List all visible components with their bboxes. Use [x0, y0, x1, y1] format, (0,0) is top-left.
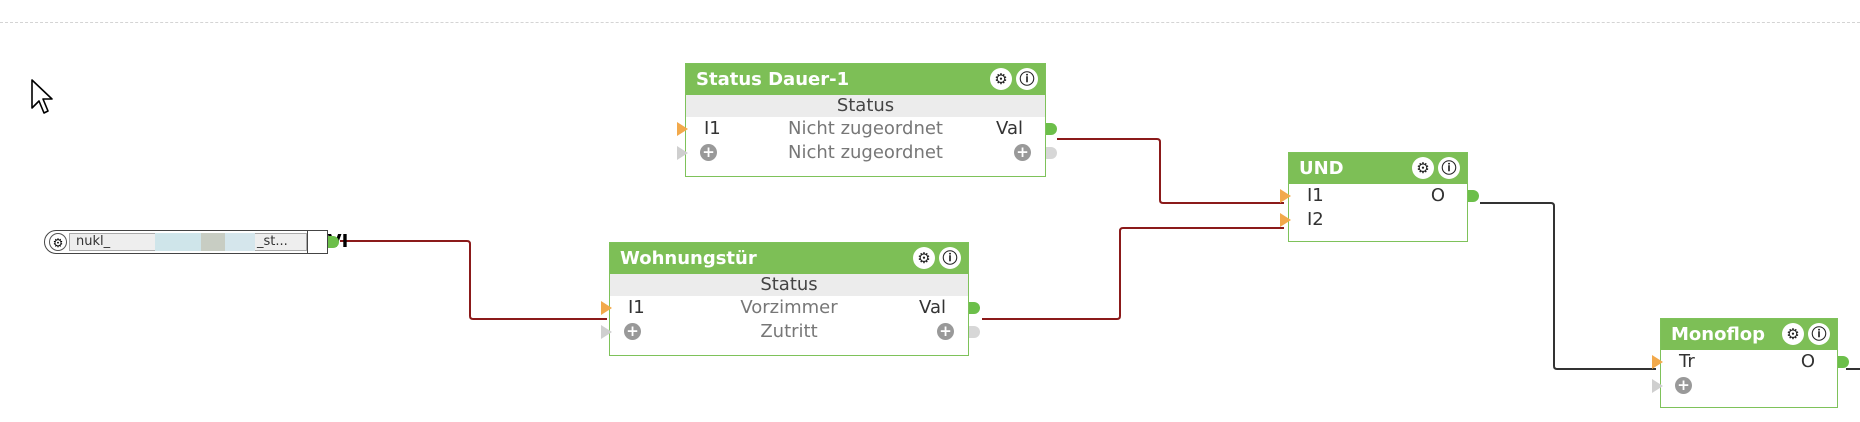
- output-label: O: [1430, 185, 1445, 206]
- output-label: Val: [919, 297, 946, 318]
- gear-icon[interactable]: ⚙: [990, 68, 1012, 90]
- block-title: Status Dauer-1: [696, 69, 850, 90]
- input-port[interactable]: [1652, 355, 1663, 369]
- block-subtitle: Status: [686, 95, 1045, 117]
- wire-input-to-wohnungstuer[interactable]: [340, 240, 607, 320]
- input-connector-node[interactable]: ⚙ nukl_ _st... VI: [44, 230, 348, 254]
- info-icon[interactable]: ⓘ: [939, 247, 961, 269]
- output-port[interactable]: [1046, 147, 1057, 159]
- input-port[interactable]: [677, 122, 688, 136]
- input-label: Tr: [1679, 351, 1695, 372]
- connection-label: Vorzimmer: [740, 297, 838, 318]
- block-header[interactable]: UND ⚙ ⓘ: [1289, 153, 1467, 184]
- mouse-cursor-icon: [31, 79, 53, 114]
- output-label: O: [1800, 351, 1815, 372]
- connection-label: Nicht zugeordnet: [788, 118, 943, 139]
- input-port[interactable]: [1652, 379, 1663, 393]
- block-title: Monoflop: [1671, 324, 1766, 345]
- block-row: I1 Nicht zugeordnet Val: [677, 117, 1057, 141]
- input-label: I1: [704, 118, 721, 139]
- input-port[interactable]: [677, 146, 688, 160]
- canvas-top-border: [0, 22, 1860, 23]
- wire-status-dauer-to-und-i1[interactable]: [1057, 138, 1284, 204]
- info-icon[interactable]: ⓘ: [1808, 323, 1830, 345]
- plus-icon[interactable]: +: [700, 144, 717, 161]
- block-header[interactable]: Status Dauer-1 ⚙ ⓘ: [686, 64, 1045, 95]
- plus-icon[interactable]: +: [624, 323, 641, 340]
- input-label: I1: [1307, 185, 1324, 206]
- block-row: I2: [1280, 208, 1467, 232]
- gear-icon[interactable]: ⚙: [913, 247, 935, 269]
- gear-icon[interactable]: ⚙: [1412, 157, 1434, 179]
- block-subtitle: Status: [610, 274, 968, 296]
- redacted-region: [155, 233, 201, 251]
- redacted-region: [201, 233, 225, 251]
- connection-label: Nicht zugeordnet: [788, 142, 943, 163]
- output-port[interactable]: [328, 236, 339, 248]
- output-port[interactable]: [1046, 123, 1057, 135]
- block-monoflop[interactable]: Monoflop ⚙ ⓘ Tr O +: [1652, 318, 1849, 408]
- plus-icon[interactable]: +: [937, 323, 954, 340]
- block-row: + Zutritt +: [601, 320, 980, 344]
- block-row: Tr O: [1652, 350, 1849, 374]
- output-label: Val: [996, 118, 1023, 139]
- block-header[interactable]: Monoflop ⚙ ⓘ: [1661, 319, 1837, 350]
- input-port[interactable]: [601, 325, 612, 339]
- output-port[interactable]: [1468, 190, 1479, 202]
- gear-icon[interactable]: ⚙: [49, 233, 67, 251]
- block-status-dauer[interactable]: Status Dauer-1 ⚙ ⓘ Status I1 Nicht zugeo…: [677, 63, 1057, 177]
- input-port[interactable]: [1280, 213, 1291, 227]
- info-icon[interactable]: ⓘ: [1438, 157, 1460, 179]
- output-port[interactable]: [969, 302, 980, 314]
- block-row: +: [1652, 374, 1837, 398]
- block-row: I1 Vorzimmer Val: [601, 296, 980, 320]
- wire-wohnungstuer-to-und-i2[interactable]: [982, 227, 1284, 320]
- input-label: I1: [628, 297, 645, 318]
- connector-label-suffix: _st...: [257, 234, 288, 249]
- block-title: Wohnungstür: [620, 248, 757, 269]
- wire-und-to-monoflop[interactable]: [1480, 202, 1656, 370]
- block-und[interactable]: UND ⚙ ⓘ I1 O I2: [1280, 152, 1479, 242]
- connector-label-text: nukl_: [76, 234, 111, 249]
- input-port[interactable]: [1280, 189, 1291, 203]
- output-port[interactable]: [1838, 356, 1849, 368]
- input-label: I2: [1307, 209, 1324, 230]
- block-title: UND: [1299, 158, 1344, 179]
- plus-icon[interactable]: +: [1675, 377, 1692, 394]
- gear-icon[interactable]: ⚙: [1782, 323, 1804, 345]
- connection-label: Zutritt: [760, 321, 818, 342]
- block-row: I1 O: [1280, 184, 1479, 208]
- plus-icon[interactable]: +: [1014, 144, 1031, 161]
- block-row: + Nicht zugeordnet +: [677, 141, 1057, 165]
- block-header[interactable]: Wohnungstür ⚙ ⓘ: [610, 243, 968, 274]
- input-port[interactable]: [601, 301, 612, 315]
- info-icon[interactable]: ⓘ: [1016, 68, 1038, 90]
- output-port[interactable]: [969, 326, 980, 338]
- redacted-region: [225, 233, 255, 251]
- block-wohnungstuer[interactable]: Wohnungstür ⚙ ⓘ Status I1 Vorzimmer Val …: [601, 242, 980, 356]
